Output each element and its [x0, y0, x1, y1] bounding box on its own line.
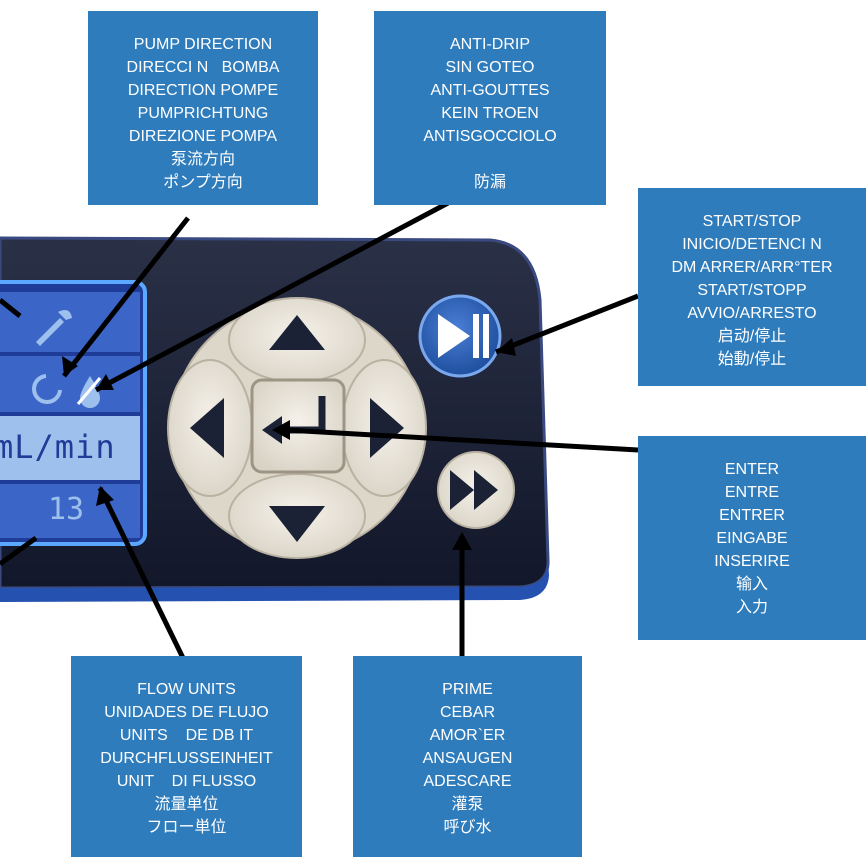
callout-line: UNIDADES DE FLUJO — [104, 704, 269, 721]
callout-prime: PRIME CEBAR AMOR`ER ANSAUGEN ADESCARE 灌泵… — [353, 656, 582, 857]
pointer-enter — [285, 427, 639, 453]
callout-line: 启动/停止 — [717, 328, 787, 345]
callout-line: INICIO/DETENCI N — [682, 236, 822, 253]
enter-key — [250, 378, 346, 474]
wrench-icon — [36, 310, 72, 346]
arrowhead-anti-drip — [96, 374, 114, 390]
callout-line: 呼び水 — [443, 819, 492, 836]
callout-line: 始動/停止 — [717, 351, 787, 368]
arrowhead-pump-direction — [62, 356, 78, 376]
callout-line: SIN GOTEO — [445, 59, 535, 76]
callout-start-stop: START/STOP INICIO/DETENCI N DM ARRER/ARR… — [638, 188, 866, 386]
callout-line: UNIT DI FLUSSO — [116, 773, 257, 790]
lcd-flow-units-readout: mL/min — [0, 428, 116, 466]
callout-line: PRIME — [442, 681, 493, 698]
fast-forward-icon-2 — [474, 470, 498, 510]
left-arrow-icon — [190, 398, 224, 458]
callout-line: EINGABE — [716, 530, 788, 547]
pointer-left-upper — [0, 298, 22, 318]
callout-line: ANSAUGEN — [422, 750, 513, 767]
callout-line: ANTI-GOUTTES — [430, 82, 550, 99]
fast-forward-icon-1 — [450, 470, 474, 510]
callout-line: ANTI-DRIP — [450, 36, 530, 53]
callout-line: フロー単位 — [146, 819, 227, 836]
lcd-row-1 — [0, 292, 140, 352]
callout-line: ENTRER — [719, 507, 785, 524]
arrowhead-start-stop — [496, 338, 516, 356]
panel-bottom-rim — [0, 560, 549, 602]
callout-line: FLOW UNITS — [137, 681, 236, 698]
callout-line: 流量单位 — [154, 796, 219, 813]
callout-line: DURCHFLUSSEINHEIT — [100, 750, 273, 767]
pointer-lines — [0, 200, 639, 662]
callout-line: DM ARRER/ARR°TER — [671, 259, 833, 276]
callout-line: KEIN TROEN — [441, 105, 539, 122]
pointer-start-stop — [495, 293, 639, 355]
callout-line: ANTISGOCCIOLO — [423, 128, 557, 145]
lcd-counter-readout: 13 — [48, 492, 85, 527]
pointer-left-lower — [0, 535, 38, 567]
callout-line: 泵流方向 — [170, 151, 235, 168]
arrowhead-prime — [452, 532, 472, 550]
pause-bar-2-icon — [483, 314, 489, 358]
down-arrow-icon — [269, 506, 325, 542]
right-arrow-icon — [370, 398, 404, 458]
anti-drip-drop-icon — [76, 376, 102, 408]
callout-line: INSERIRE — [714, 553, 790, 570]
pointer-pump-direction — [62, 216, 190, 378]
callout-line: DIRECTION POMPE — [127, 82, 279, 99]
callout-line: PUMPRICHTUNG — [137, 105, 269, 122]
callout-line: UNITS DE DB IT — [119, 727, 254, 744]
callout-anti-drip: ANTI-DRIP SIN GOTEO ANTI-GOUTTES KEIN TR… — [374, 11, 606, 205]
callout-line: START/STOPP — [697, 282, 807, 299]
callout-line: 防漏 — [473, 174, 506, 191]
lcd-row-4 — [0, 484, 140, 538]
callout-line: AMOR`ER — [429, 727, 506, 744]
callout-line: ENTRE — [724, 484, 780, 501]
arrowhead-enter — [272, 420, 290, 440]
play-icon — [438, 314, 470, 358]
callout-line: DIRECCI N BOMBA — [126, 59, 280, 76]
callout-line: PUMP DIRECTION — [133, 36, 273, 53]
callout-flow-units: FLOW UNITS UNIDADES DE FLUJO UNITS DE DB… — [71, 656, 302, 857]
pointer-flow-units — [97, 486, 187, 662]
callout-pump-direction: PUMP DIRECTION DIRECCI N BOMBA DIRECTION… — [88, 11, 318, 205]
up-arrow-icon — [269, 315, 325, 350]
callout-line: ADESCARE — [423, 773, 512, 790]
callout-line — [374, 148, 606, 171]
lcd-row-3 — [0, 416, 140, 480]
arrowhead-flow-units — [96, 486, 114, 506]
callout-line: 灌泵 — [451, 796, 484, 813]
pointer-anti-drip — [94, 200, 450, 393]
callout-line: CEBAR — [439, 704, 496, 721]
callout-line: AVVIO/ARRESTO — [687, 305, 817, 322]
callout-enter: ENTER ENTRE ENTRER EINGABE INSERIRE 输入 入… — [638, 436, 866, 640]
callout-line: 输入 — [735, 576, 768, 593]
callout-line: ポンプ方向 — [163, 174, 243, 191]
callout-line: START/STOP — [702, 213, 802, 230]
pause-bar-1-icon — [473, 314, 479, 358]
callout-line: 入力 — [735, 599, 768, 616]
callout-line: DIREZIONE POMPA — [128, 128, 278, 145]
rotation-direction-icon — [32, 374, 62, 404]
callout-line: ENTER — [724, 461, 780, 478]
